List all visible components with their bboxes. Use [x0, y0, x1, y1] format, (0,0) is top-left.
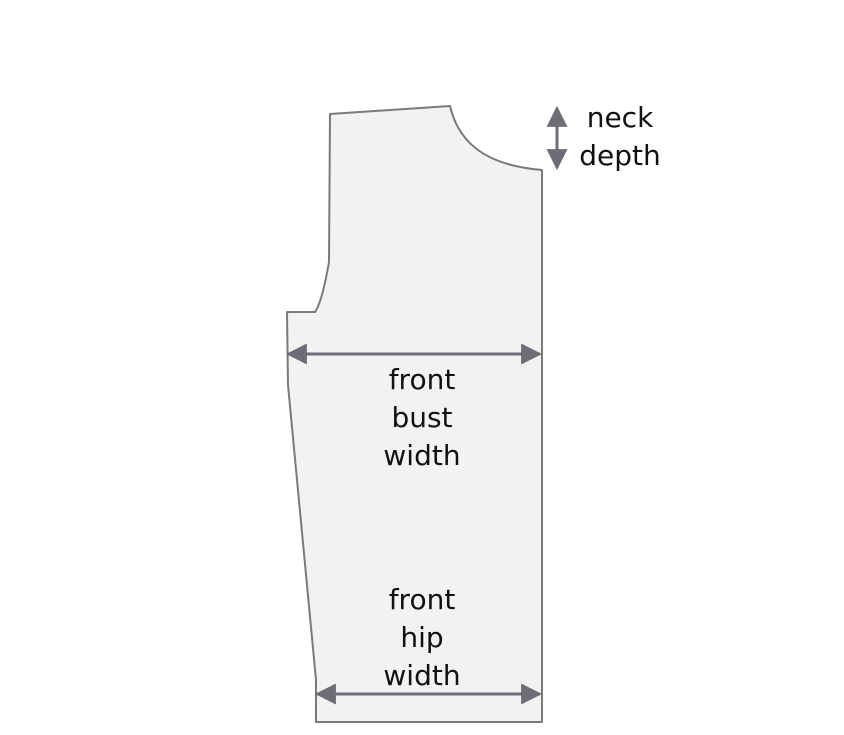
front-bodice-panel: [286, 105, 543, 723]
front-bust-width-label: front bust width: [352, 361, 492, 475]
front-hip-width-label-line: hip: [400, 621, 444, 654]
neck-depth-label-line: depth: [579, 139, 661, 172]
front-bust-width-label-line: bust: [391, 401, 453, 434]
front-bust-width-label-line: width: [383, 439, 461, 472]
front-hip-width-label-line: front: [388, 583, 456, 616]
neck-depth-label: neck depth: [566, 99, 674, 175]
neck-depth-label-line: neck: [586, 101, 654, 134]
front-bust-width-label-line: front: [388, 363, 456, 396]
front-hip-width-label-line: width: [383, 659, 461, 692]
front-hip-width-label: front hip width: [352, 581, 492, 695]
